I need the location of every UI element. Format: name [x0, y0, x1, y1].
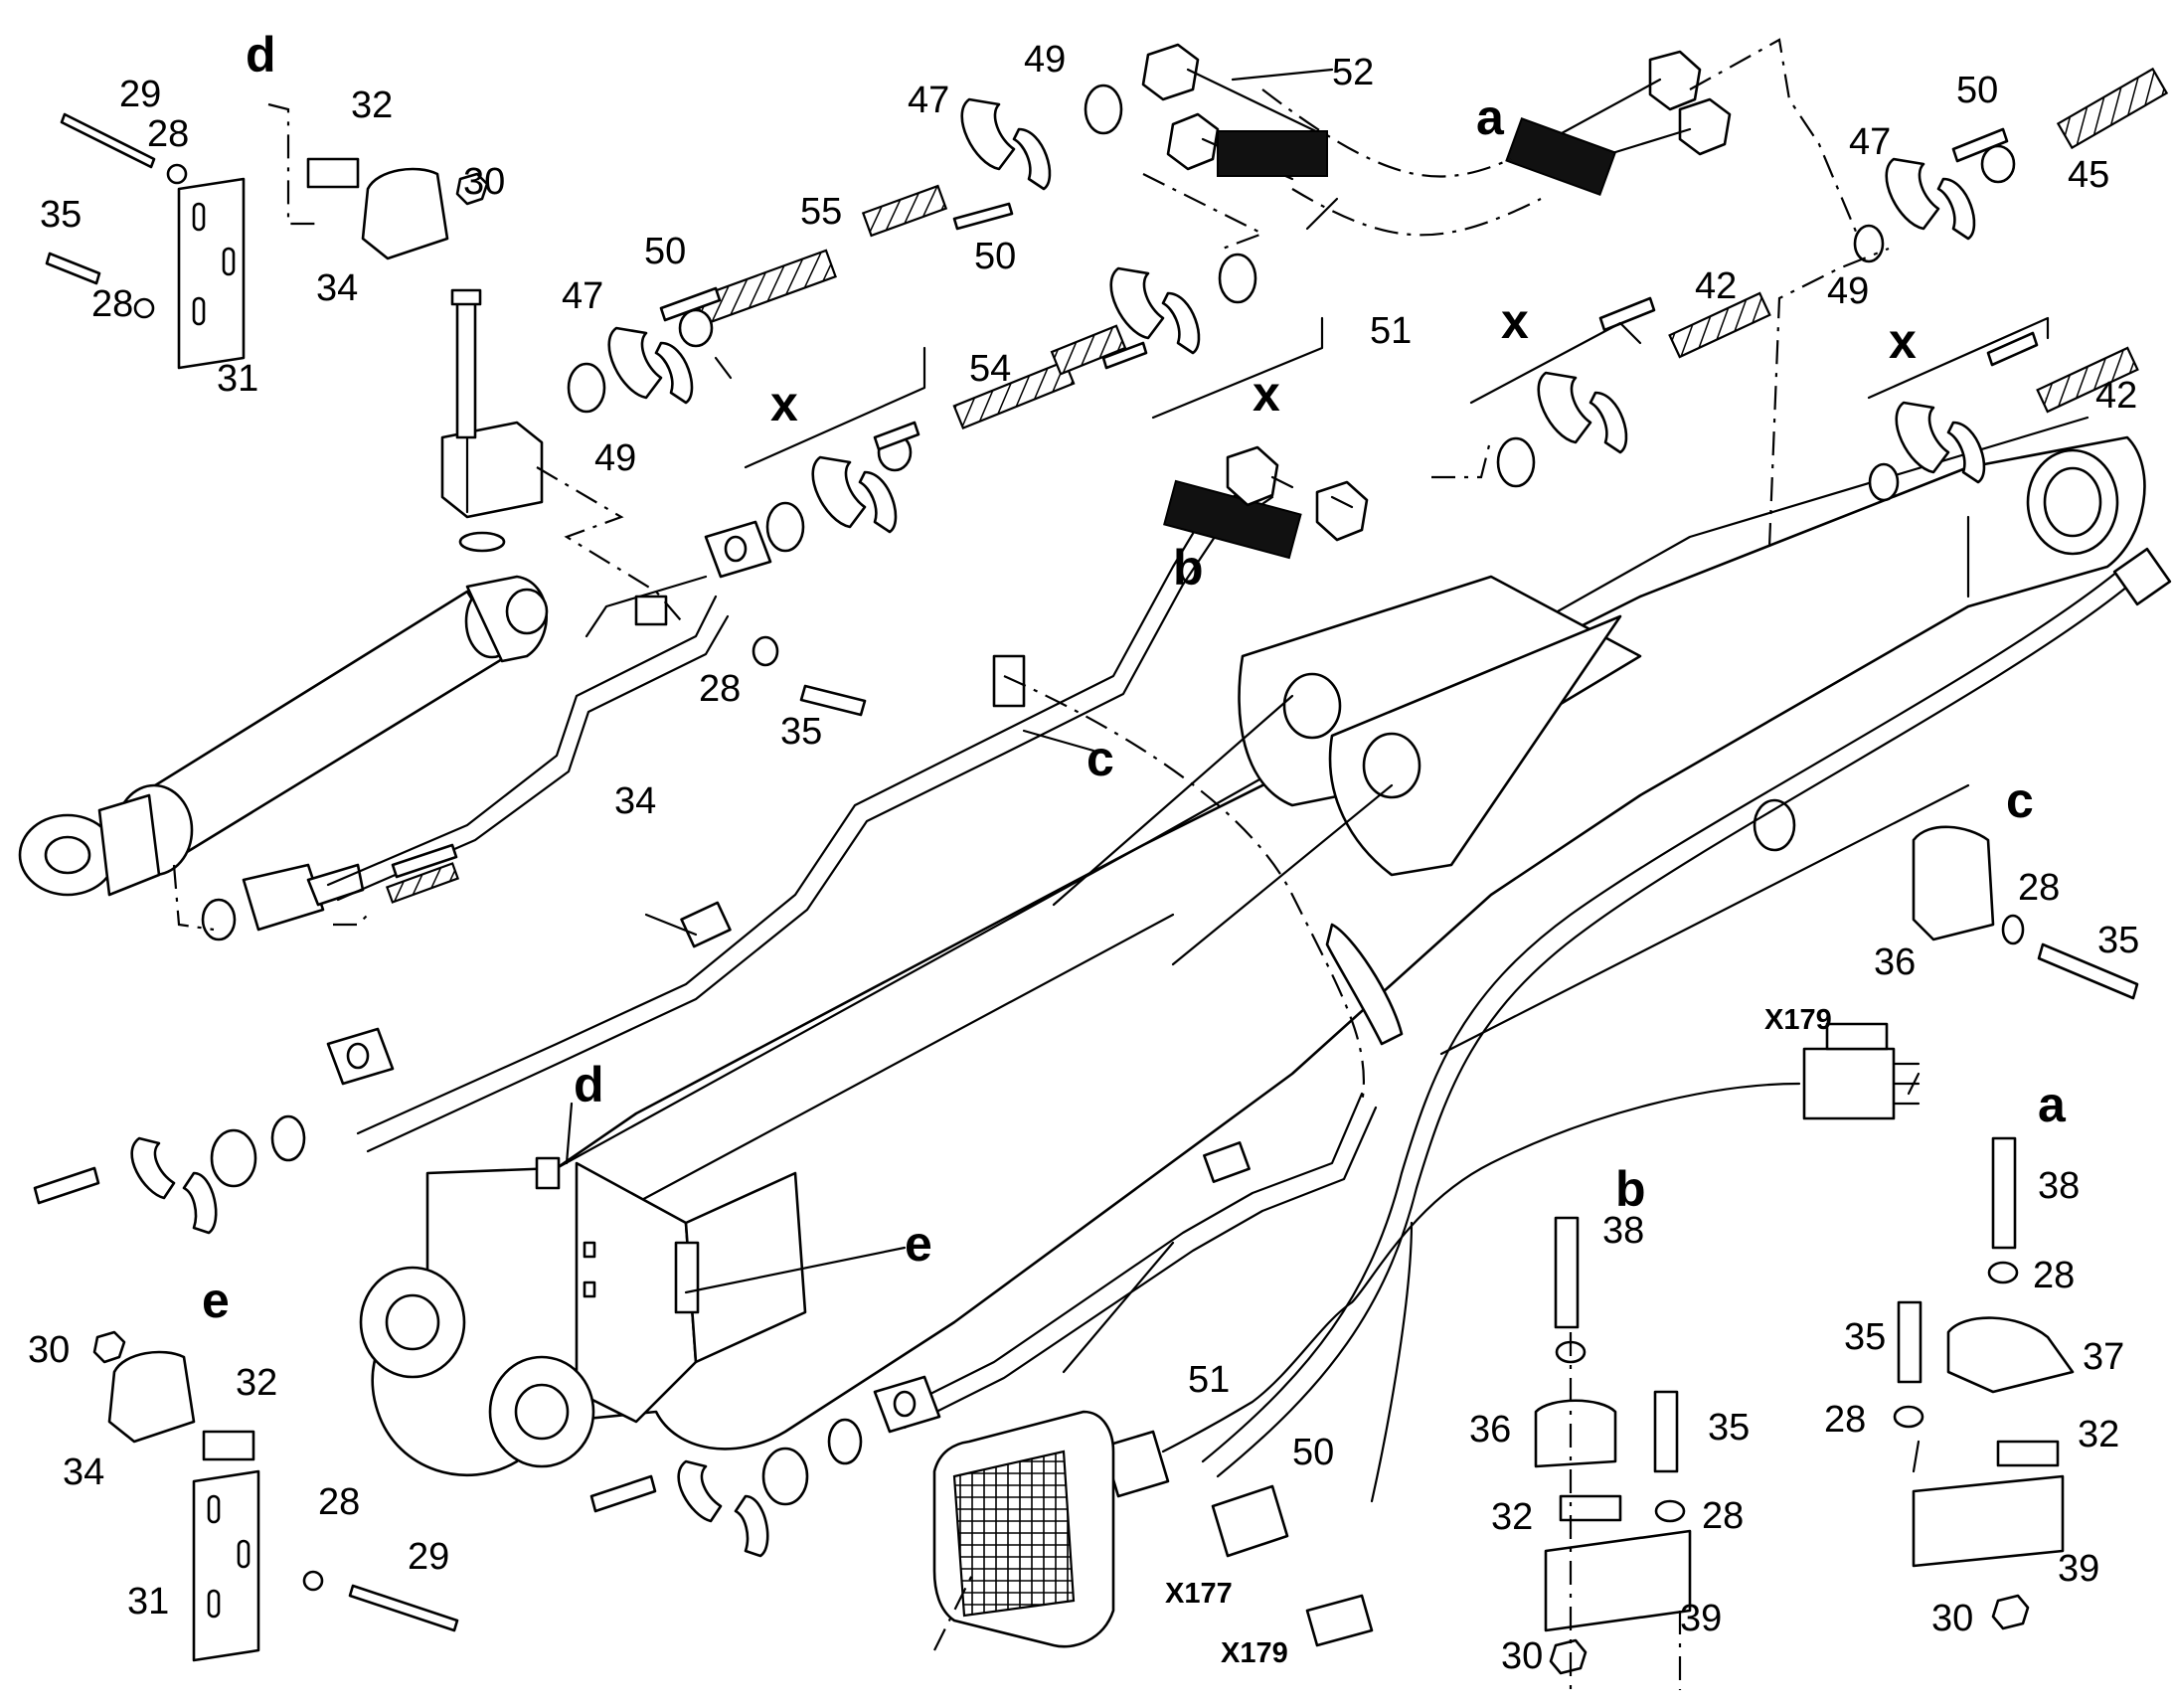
- letter-e: e: [905, 1216, 932, 1272]
- label-38: 38: [1602, 1210, 1644, 1252]
- label-35: 35: [1708, 1407, 1750, 1449]
- label-28: 28: [147, 113, 189, 155]
- letter-a: a: [1476, 89, 1505, 145]
- label-35: 35: [40, 194, 82, 236]
- letter-b: b: [1615, 1161, 1646, 1217]
- label-30: 30: [1501, 1635, 1543, 1677]
- label-34: 34: [614, 780, 656, 822]
- label-37: 37: [2083, 1336, 2124, 1378]
- label-49: 50: [1292, 1432, 1334, 1473]
- detail-d-plate: [45, 112, 489, 370]
- label-50: 51: [1188, 1359, 1230, 1401]
- label-47: 50: [1956, 70, 1998, 111]
- leader-lines: [172, 38, 2050, 1651]
- label-45: 47: [908, 80, 949, 121]
- label-40: 42: [1695, 265, 1737, 307]
- letter-e: e: [202, 1273, 230, 1328]
- label-28: 28: [1702, 1495, 1744, 1537]
- detail-letters: d a b c d e c a b e x x x x: [202, 27, 2067, 1328]
- top-hose-blocks: [1141, 43, 1732, 560]
- letter-x: x: [1889, 313, 1917, 369]
- hydraulic-pipes: [326, 475, 1378, 1434]
- connector-x177: X177: [1165, 1578, 1233, 1610]
- hose-fittings: [391, 67, 2169, 879]
- connector-x179-bottom: X179: [1221, 1637, 1288, 1669]
- letter-c: c: [2006, 772, 2034, 828]
- label-30: 30: [463, 161, 505, 203]
- label-39: 39: [1680, 1598, 1722, 1639]
- label-39: 39: [2058, 1548, 2099, 1590]
- part-labels: 29 28 35 28 31 32 30 34 49 47 50 55 47 4…: [28, 39, 2139, 1677]
- label-52: 52: [1332, 52, 1374, 93]
- connector-labels: X179 X177 X179: [1165, 1004, 1832, 1669]
- label-36: 36: [1469, 1409, 1511, 1451]
- electrical-harness: [932, 547, 2172, 1648]
- label-29: 29: [408, 1536, 449, 1578]
- label-34: 34: [316, 267, 358, 309]
- label-35: 35: [2097, 920, 2139, 961]
- letter-x: x: [1501, 293, 1529, 349]
- label-47: 50: [644, 231, 686, 272]
- letter-b: b: [1173, 540, 1204, 596]
- connector-x179-top: X179: [1764, 1004, 1832, 1036]
- label-55: 55: [800, 191, 842, 233]
- letter-x: x: [1253, 366, 1280, 422]
- letter-a: a: [2038, 1077, 2067, 1132]
- label-28: 28: [2033, 1255, 2075, 1296]
- letter-d: d: [246, 27, 276, 83]
- detail-e-plate: [92, 1330, 459, 1662]
- lower-left-fittings: [33, 1114, 863, 1558]
- label-32: 32: [1491, 1496, 1533, 1538]
- label-30: 30: [1931, 1598, 1973, 1639]
- label-31: 31: [127, 1581, 169, 1623]
- label-46: 49: [594, 437, 636, 479]
- letter-x: x: [770, 376, 798, 431]
- label-46: 49: [1024, 39, 1066, 81]
- label-28: 28: [318, 1481, 360, 1523]
- label-51: 51: [1370, 310, 1412, 352]
- label-46: 49: [1827, 270, 1869, 312]
- detail-c-clamp: [1912, 825, 2139, 1000]
- label-28: 28: [91, 283, 133, 325]
- label-35: 35: [780, 711, 822, 753]
- label-36: 36: [1874, 941, 1916, 983]
- label-35: 35: [1844, 1316, 1886, 1358]
- label-32: 32: [2078, 1414, 2119, 1455]
- label-45: 47: [1849, 121, 1891, 163]
- boom-arm: [359, 416, 2146, 1477]
- label-47: 50: [974, 236, 1016, 277]
- label-34: 34: [63, 1452, 104, 1493]
- label-45: 47: [562, 275, 603, 317]
- label-28: 28: [1824, 1399, 1866, 1441]
- label-29: 29: [119, 74, 161, 115]
- label-32: 32: [351, 85, 393, 126]
- hydraulic-cylinder: [18, 288, 549, 941]
- detail-b-clamp: [1534, 1216, 1692, 1690]
- label-28: 28: [2018, 867, 2060, 909]
- label-42: 45: [2068, 154, 2109, 196]
- label-31: 31: [217, 358, 258, 400]
- detail-a-clamp: [1893, 1136, 2075, 1630]
- label-38: 38: [2038, 1165, 2080, 1207]
- label-28: 28: [699, 668, 741, 710]
- letter-c: c: [1086, 731, 1114, 786]
- label-54: 54: [969, 348, 1011, 390]
- letter-d: d: [574, 1057, 604, 1112]
- label-32: 32: [236, 1362, 277, 1404]
- label-40: 42: [2095, 375, 2137, 417]
- label-30: 30: [28, 1329, 70, 1371]
